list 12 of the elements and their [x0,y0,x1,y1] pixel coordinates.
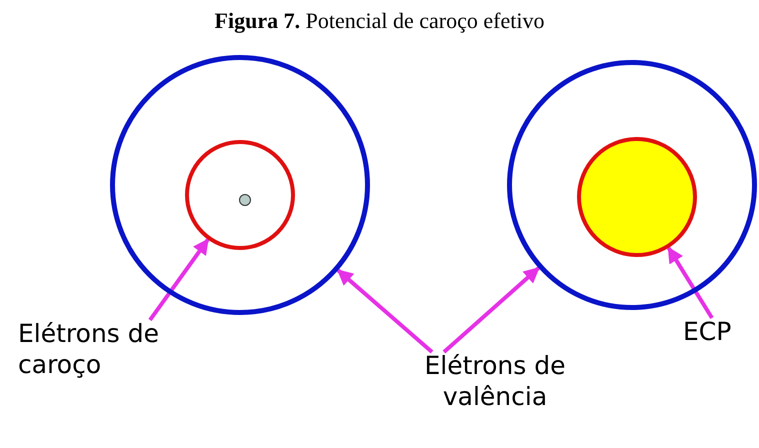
figure-title: Figura 7. Potencial de caroço efetivo [214,8,546,34]
nucleus-dot [239,194,251,206]
arrow [666,246,714,320]
arrow [148,238,210,322]
callout-label: Elétrons de valência [380,350,610,412]
callout-label: Elétrons de caroço [18,318,218,380]
shell-circle [507,60,757,310]
arrow [442,266,540,354]
arrow [336,268,434,354]
core-circle [185,140,295,250]
callout-label: ECP [683,316,753,347]
shell-circle [110,55,370,315]
